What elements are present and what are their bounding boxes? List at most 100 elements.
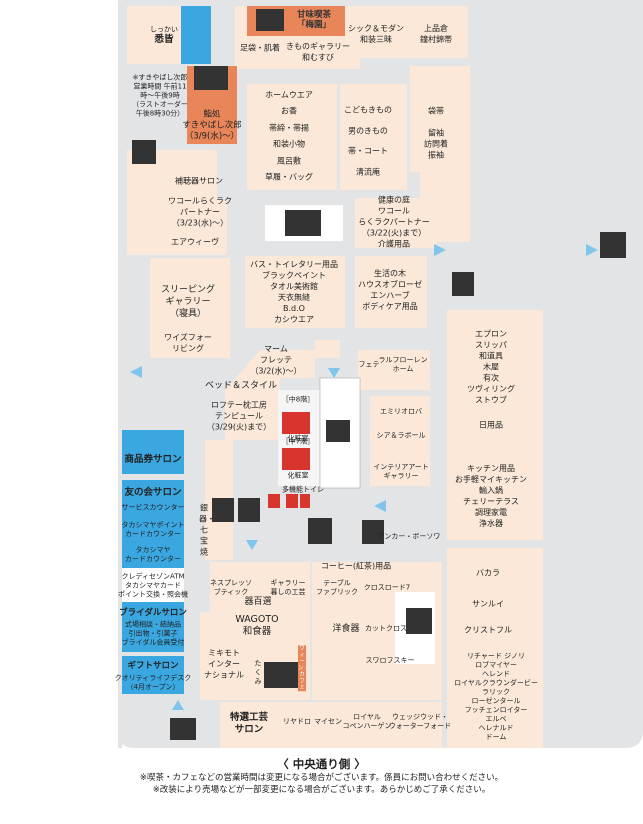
label-sanlui: サンルイ — [472, 599, 504, 609]
label-sukiyabashi-note: ※すきやばし次郎 営業時間 午前11時～午後9時 （ラストオーダー 午後8時30… — [132, 73, 188, 118]
shop-interior — [370, 450, 430, 486]
label-emilio: エミリオロバ — [380, 407, 422, 416]
label-homewear: ホームウエア — [265, 90, 313, 100]
label-wedgwood: ウェッジウッド・ ウォーターフォード — [388, 713, 452, 730]
shop-homewear — [247, 84, 337, 190]
blue-block-top — [181, 6, 211, 64]
label-apron: エプロン スリッパ 和道具 木屋 有次 ツヴィリング ストウブ — [467, 329, 515, 405]
label-tomesode: 留袖 訪問着 振袖 — [424, 128, 448, 160]
shop-kodomo — [340, 84, 407, 190]
shop-seikatsu — [355, 256, 427, 328]
label-sleeping: スリーピング ギャラリー （寝具） — [160, 285, 216, 319]
label-hochouki: 補聴器サロン — [175, 176, 223, 186]
escalator-center — [319, 377, 361, 489]
label-bridal-sub: 式場相談・結納品 引出物・引菓子 ブライダル会員受付 — [121, 620, 185, 647]
label-wise: ワイズフォー リビング — [164, 333, 212, 353]
restroom-icons — [268, 412, 310, 508]
label-anchor: アンカー・ボーソワ — [377, 532, 441, 541]
label-obi-coat: 帯・コート — [348, 146, 388, 156]
label-kanmi: 甘味喫茶 「梅園」 — [296, 10, 332, 30]
label-royal-cop: ロイヤル コペンハーゲン — [342, 713, 392, 730]
blue-shouhinken — [122, 430, 184, 474]
shop-fukuro — [410, 66, 470, 172]
label-kihyakusen: 器百選 — [244, 597, 272, 607]
escalator-center-top — [265, 205, 343, 241]
label-ginza7: 銀器・七宝焼 — [199, 503, 215, 557]
label-wacoal: ワコールらくラク パートナー （3/23(水)～） — [168, 196, 232, 228]
label-interior: インテリアアート ギャラリー — [373, 463, 429, 480]
label-bath: バス・トイレタリー用品 ブラックペイント タオル美術館 天衣無縫 B.d.O カ… — [250, 260, 338, 324]
footer-note-1: ※喫茶・カフェなどの営業時間は変更になる場合がございます。係員にお問い合わせくだ… — [139, 773, 504, 783]
label-restroom8: 化粧室 — [287, 434, 309, 443]
label-wagoto: WAGOTO 和食器 — [235, 614, 279, 637]
label-service: サービスカウンター — [121, 503, 185, 512]
central-street-title: 〈 中央通り側 〉 — [277, 757, 366, 771]
label-shouhinken: 商品券サロン — [124, 454, 182, 465]
label-bed-style: ベッド＆スタイル — [204, 381, 278, 391]
label-baccarat: バカラ — [476, 568, 500, 578]
shop-small-square — [315, 340, 340, 358]
label-riyadoro: リヤドロ — [283, 717, 311, 726]
direction-arrows — [130, 244, 598, 710]
escalator-right — [395, 592, 435, 664]
label-seikatsu: 生活の木 ハウスオブローゼ エンハーブ ボディケア用品 — [358, 269, 422, 311]
left-strip — [118, 0, 122, 748]
label-ashibukuro: 足袋・肌着 — [240, 43, 280, 53]
label-sia: シア＆ラボール — [376, 431, 426, 440]
label-gallery-kurashi: ギャラリー 暮しの工芸 — [270, 579, 306, 596]
label-zouri: 草履・バッグ — [265, 172, 313, 182]
label-kimono-gallery: きものギャラリー 和むすび — [286, 42, 350, 62]
elevator-center — [308, 518, 332, 544]
label-furoshiki: 風呂敷 — [277, 156, 301, 166]
blue-bridal — [122, 602, 184, 652]
shop-apron — [447, 310, 543, 440]
label-floor7: ［中7階］ — [281, 437, 315, 446]
white-credit — [122, 568, 184, 602]
stairs-left-bottom — [170, 718, 196, 740]
shop-bed-style — [225, 350, 315, 440]
label-credit: クレディセゾンATM タカシマヤカード ポイント交換・照会機 — [118, 572, 188, 599]
shop-emilio — [370, 396, 430, 426]
label-swarovski: スワロフスキー — [365, 656, 415, 665]
stairs-right-top — [600, 232, 626, 258]
label-fete: フェテ — [358, 360, 380, 369]
restaurant-sign — [194, 9, 298, 688]
label-ralph: ラルフローレン ホーム — [378, 356, 428, 373]
blue-gift — [122, 656, 184, 694]
shop-fete — [358, 350, 430, 390]
label-coffee: コーヒー(紅茶)用品 — [320, 561, 392, 571]
label-card-counter: タカシマヤ カードカウンター — [125, 546, 181, 563]
label-kitchen: キッチン用品 お手軽マイキッチン 輸入鍋 チェリーテラス 調理家電 浄水器 — [455, 464, 527, 528]
shop-bath — [245, 256, 345, 328]
stairs-mid-left — [212, 498, 260, 522]
shop-kihyakusen — [210, 562, 310, 612]
label-airweave: エアウィーヴ — [171, 237, 219, 247]
label-lofty: ロフテー枕工房 テンピュール （3/29(火)まで） — [206, 400, 272, 432]
shop-sia — [370, 426, 430, 450]
shop-kimono-row — [235, 39, 360, 69]
stairs-left — [132, 140, 156, 164]
etsukai-area — [127, 6, 181, 64]
label-shikkai: しっかい — [150, 25, 178, 34]
label-restroom7: 化粧室 — [287, 471, 309, 480]
label-floor8: ［中8階］ — [281, 395, 315, 404]
blue-tomonokai — [122, 480, 184, 568]
shop-top-3 — [408, 6, 468, 58]
elevator-right — [452, 272, 474, 296]
label-jotaiyou: 上品倉 鐘村錦帯 — [420, 24, 452, 44]
label-tamokuteki: 多機能トイレ — [282, 485, 324, 494]
label-tomonokai: 友の会サロン — [124, 487, 182, 498]
label-bridal: ブライダルサロン — [119, 608, 187, 618]
label-cutcross: カットクロス — [365, 624, 407, 633]
shop-sleeping — [150, 258, 230, 358]
label-gift: ギフトサロン — [127, 661, 179, 671]
label-kantokoro: 鮨処 すきやばし次郎 （3/9(水)～） — [182, 109, 242, 142]
label-etsukai: 悉皆 — [154, 34, 174, 45]
shop-tokusen — [220, 702, 442, 748]
shop-kitchen — [447, 440, 543, 540]
footer-note-2: ※改装により売場などが一部変更になる場合がございます。あらかじめご了承ください。 — [152, 785, 491, 795]
label-cafe-tag: ウィーン・カフェ — [298, 645, 310, 691]
label-brands: リチャード ジノリ ロブマイヤー ヘレンド ロイヤルクラウンダービー ラリック … — [454, 652, 538, 741]
label-gift-sub: クオリティライフデスク （4月オープン） — [114, 674, 192, 691]
